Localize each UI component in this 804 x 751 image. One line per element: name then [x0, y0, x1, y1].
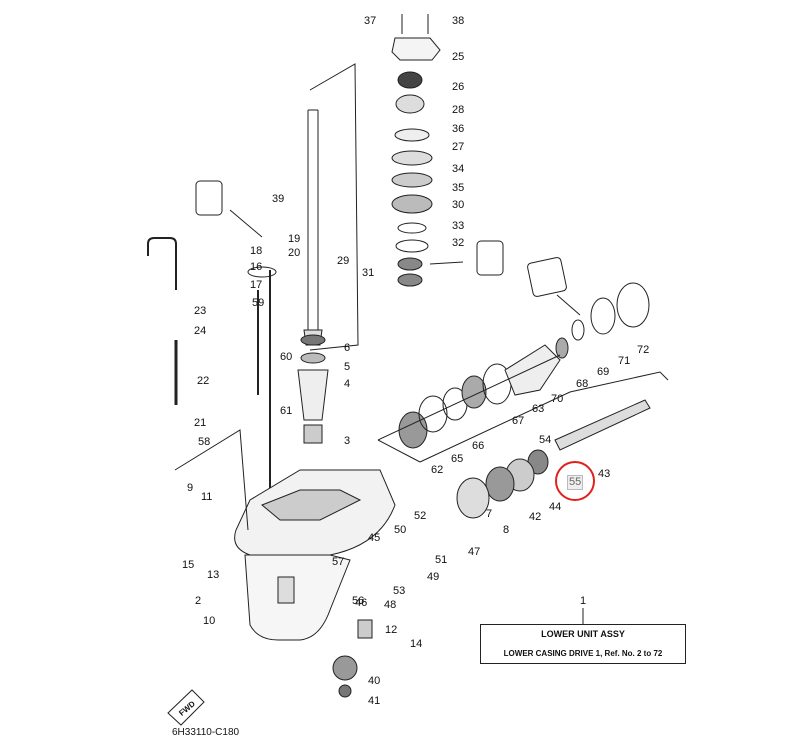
- callout-56[interactable]: 56: [352, 595, 364, 607]
- callout-29[interactable]: 29: [337, 255, 349, 267]
- callout-37[interactable]: 37: [364, 15, 376, 27]
- callout-67[interactable]: 67: [512, 415, 524, 427]
- callout-59[interactable]: 59: [252, 297, 264, 309]
- callout-19[interactable]: 19: [288, 233, 300, 245]
- callout-16[interactable]: 16: [250, 261, 262, 273]
- drive-shaft: [303, 109, 323, 346]
- callout-42[interactable]: 42: [529, 511, 541, 523]
- callout-4[interactable]: 4: [344, 378, 350, 390]
- callout-50[interactable]: 50: [394, 524, 406, 536]
- callout-33[interactable]: 33: [452, 220, 464, 232]
- callout-35[interactable]: 35: [452, 182, 464, 194]
- callout-7[interactable]: 7: [486, 508, 492, 520]
- callout-47[interactable]: 47: [468, 546, 480, 558]
- callout-36[interactable]: 36: [452, 123, 464, 135]
- callout-3[interactable]: 3: [344, 435, 350, 447]
- legend-box: LOWER UNIT ASSY LOWER CASING DRIVE 1, Re…: [480, 624, 686, 664]
- callout-18[interactable]: 18: [250, 245, 262, 257]
- callout-14[interactable]: 14: [410, 638, 422, 650]
- callout-28[interactable]: 28: [452, 104, 464, 116]
- callout-41[interactable]: 41: [368, 695, 380, 707]
- callout-12[interactable]: 12: [385, 624, 397, 636]
- callout-40[interactable]: 40: [368, 675, 380, 687]
- legend-title: LOWER UNIT ASSY: [541, 629, 625, 639]
- highlighted-part-label[interactable]: 55: [567, 475, 584, 490]
- callout-22[interactable]: 22: [197, 375, 209, 387]
- lower-casing: [234, 469, 396, 641]
- callout-21[interactable]: 21: [194, 417, 206, 429]
- callout-62[interactable]: 62: [431, 464, 443, 476]
- callout-39[interactable]: 39: [272, 193, 284, 205]
- callout-32[interactable]: 32: [452, 237, 464, 249]
- callout-53[interactable]: 53: [393, 585, 405, 597]
- callout-10[interactable]: 10: [203, 615, 215, 627]
- callout-66[interactable]: 66: [472, 440, 484, 452]
- callout-54[interactable]: 54: [539, 434, 551, 446]
- callout-26[interactable]: 26: [452, 81, 464, 93]
- callout-11[interactable]: 11: [201, 491, 212, 503]
- callout-13[interactable]: 13: [207, 569, 219, 581]
- callout-25[interactable]: 25: [452, 51, 464, 63]
- highlight-ring: [555, 461, 595, 501]
- callout-45[interactable]: 45: [368, 532, 380, 544]
- callout-57[interactable]: 57: [332, 556, 344, 568]
- callout-8[interactable]: 8: [503, 524, 509, 536]
- callout-61[interactable]: 61: [280, 405, 292, 417]
- callout-43[interactable]: 43: [598, 468, 610, 480]
- drawing-code: 6H33110-C180: [172, 727, 240, 738]
- legend-group-number: 1: [580, 595, 586, 607]
- callout-48[interactable]: 48: [384, 599, 396, 611]
- callout-49[interactable]: 49: [427, 571, 439, 583]
- callout-17[interactable]: 17: [250, 279, 262, 291]
- callout-38[interactable]: 38: [452, 15, 464, 27]
- callout-24[interactable]: 24: [194, 325, 206, 337]
- callout-46[interactable]: 46: [355, 597, 367, 609]
- fwd-arrow-icon: [167, 689, 205, 726]
- callout-68[interactable]: 68: [576, 378, 588, 390]
- legend-subtitle: LOWER CASING DRIVE 1, Ref. No. 2 to 72: [503, 649, 663, 658]
- callout-2[interactable]: 2: [195, 595, 201, 607]
- callout-31[interactable]: 31: [362, 267, 374, 279]
- callout-6[interactable]: 6: [344, 342, 350, 354]
- callout-70[interactable]: 70: [551, 393, 563, 405]
- callout-5[interactable]: 5: [344, 361, 350, 373]
- callout-34[interactable]: 34: [452, 163, 464, 175]
- callout-23[interactable]: 23: [194, 305, 206, 317]
- callout-51[interactable]: 51: [435, 554, 447, 566]
- callout-27[interactable]: 27: [452, 141, 464, 153]
- callout-15[interactable]: 15: [182, 559, 194, 571]
- callout-20[interactable]: 20: [288, 247, 300, 259]
- callout-52[interactable]: 52: [414, 510, 426, 522]
- callout-63[interactable]: 63: [532, 403, 544, 415]
- callout-9[interactable]: 9: [187, 482, 193, 494]
- callout-58[interactable]: 58: [198, 436, 210, 448]
- callout-69[interactable]: 69: [597, 366, 609, 378]
- water-pump-assembly: [391, 14, 441, 287]
- callout-44[interactable]: 44: [549, 501, 561, 513]
- callout-60[interactable]: 60: [280, 351, 292, 363]
- callout-30[interactable]: 30: [452, 199, 464, 211]
- callout-72[interactable]: 72: [637, 344, 649, 356]
- propeller-shaft-assembly: [398, 282, 651, 519]
- callout-71[interactable]: 71: [618, 355, 630, 367]
- callout-65[interactable]: 65: [451, 453, 463, 465]
